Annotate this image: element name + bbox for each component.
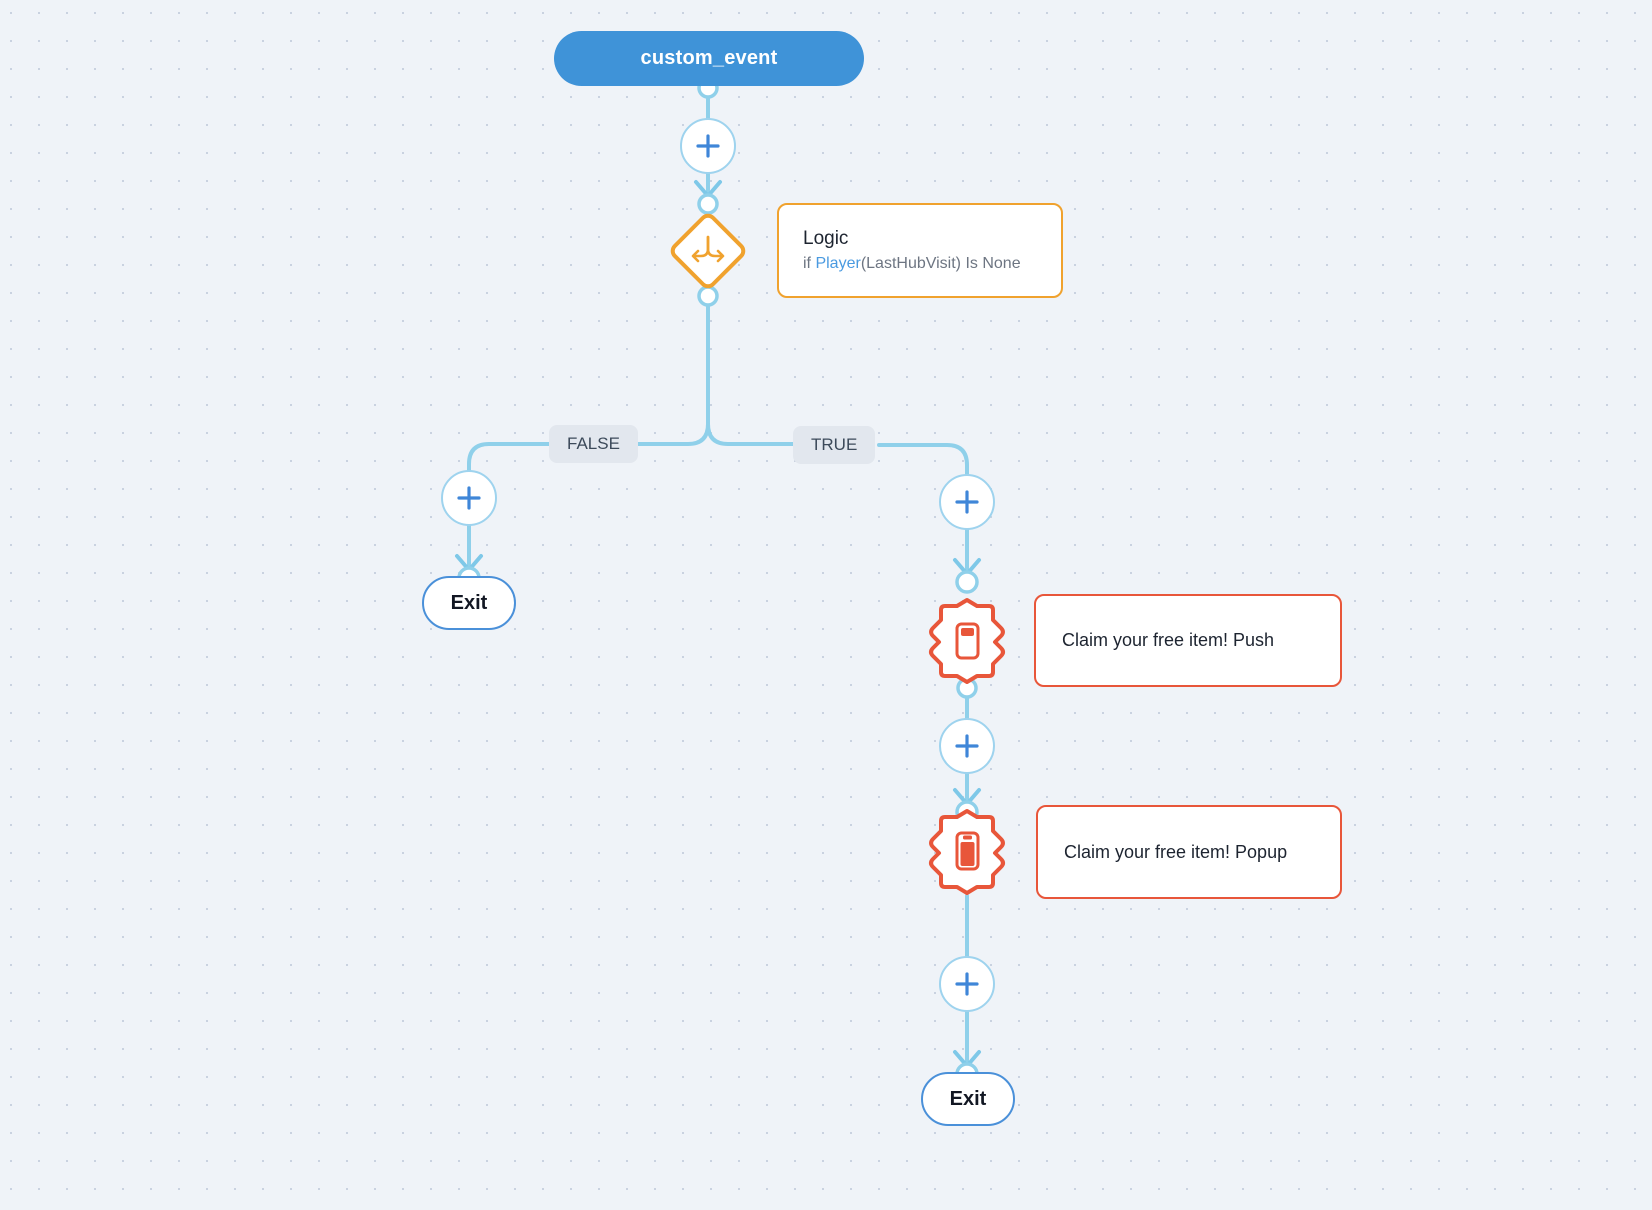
branch-label-false[interactable]: FALSE — [549, 425, 638, 463]
plus-icon — [695, 133, 721, 159]
trigger-label: custom_event — [640, 47, 778, 69]
plus-icon — [954, 971, 980, 997]
branch-split-icon — [691, 235, 725, 263]
exit-label: Exit — [949, 1087, 987, 1110]
exit-label: Exit — [450, 591, 488, 614]
add-step-after-trigger[interactable] — [680, 118, 736, 174]
plus-icon — [954, 733, 980, 759]
condition-variable: Player — [815, 255, 861, 272]
logic-card-condition: if Player(LastHubVisit) Is None — [803, 255, 1037, 273]
popup-message-icon — [955, 831, 980, 871]
condition-prefix: if — [803, 255, 816, 272]
exit-node-true-branch[interactable]: Exit — [921, 1072, 1015, 1126]
popup-message-text: Claim your free item! Popup — [1064, 841, 1288, 862]
push-message-node[interactable] — [923, 596, 1011, 684]
add-step-false-branch[interactable] — [441, 470, 497, 526]
push-message-card[interactable]: Claim your free item! Push — [1034, 594, 1342, 687]
popup-message-card[interactable]: Claim your free item! Popup — [1036, 805, 1342, 899]
logic-detail-card[interactable]: Logic if Player(LastHubVisit) Is None — [777, 203, 1063, 298]
logic-node[interactable] — [664, 206, 752, 294]
branch-label-true-text: TRUE — [811, 435, 858, 454]
push-notification-icon — [955, 622, 980, 660]
plus-icon — [954, 489, 980, 515]
add-step-true-branch[interactable] — [939, 474, 995, 530]
add-step-after-push[interactable] — [939, 718, 995, 774]
branch-label-false-text: FALSE — [567, 434, 620, 453]
add-step-after-popup[interactable] — [939, 956, 995, 1012]
logic-card-title: Logic — [803, 228, 849, 249]
push-message-text: Claim your free item! Push — [1062, 630, 1275, 650]
plus-icon — [456, 485, 482, 511]
popup-message-node[interactable] — [923, 807, 1011, 895]
condition-suffix: (LastHubVisit) Is None — [860, 255, 1021, 272]
trigger-node-custom-event[interactable]: custom_event — [554, 31, 864, 86]
exit-node-false-branch[interactable]: Exit — [422, 576, 516, 630]
branch-label-true[interactable]: TRUE — [793, 426, 876, 464]
